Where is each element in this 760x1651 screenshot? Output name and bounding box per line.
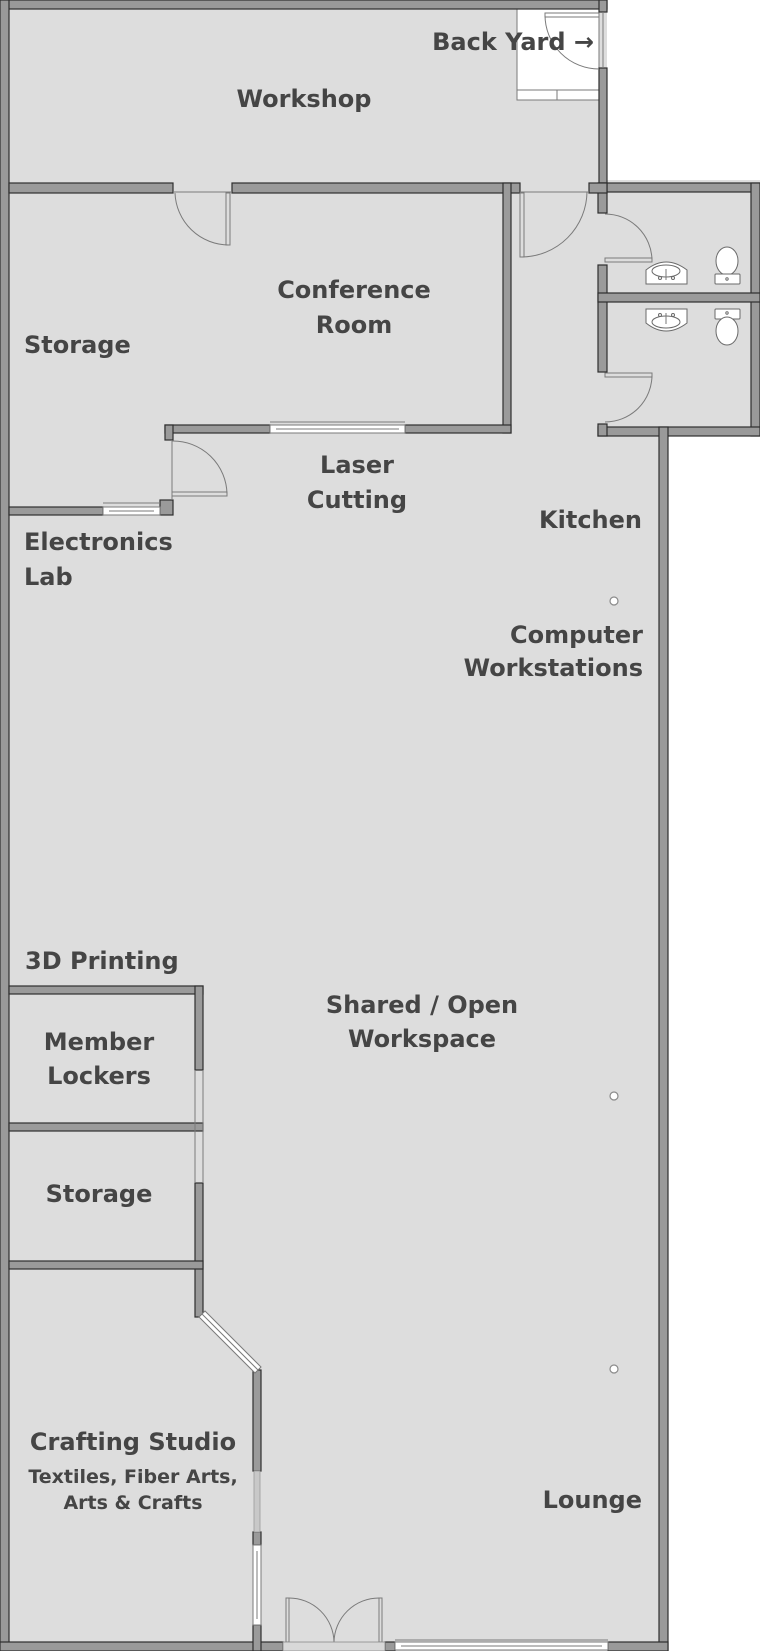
restroom-1-door[interactable]	[604, 213, 653, 263]
label-workshop: Workshop	[237, 85, 372, 113]
room-labels: Workshop Back Yard → Conference Room Sto…	[24, 28, 643, 1514]
label-crafting-studio: Crafting Studio	[30, 1428, 236, 1456]
label-shared-workspace: Workspace	[348, 1025, 496, 1053]
label-3d-printing: 3D Printing	[25, 947, 179, 975]
sink-icon	[645, 261, 688, 285]
label-crafting-subtitle: Textiles, Fiber Arts,	[28, 1466, 237, 1488]
label-storage-top: Storage	[24, 331, 131, 359]
label-crafting-subtitle: Arts & Crafts	[63, 1492, 202, 1514]
toilet-icon	[714, 246, 741, 285]
marker-dot	[609, 596, 619, 606]
main-entrance-door[interactable]	[282, 1597, 386, 1651]
interior-walls	[8, 182, 760, 1651]
label-member-lockers: Member	[44, 1028, 155, 1056]
label-laser-cutting: Cutting	[307, 486, 407, 514]
windows	[102, 421, 609, 1651]
label-electronics-lab: Lab	[24, 563, 73, 591]
label-conference-room: Conference	[277, 276, 431, 304]
back-yard-step	[516, 8, 600, 101]
label-laser-cutting: Laser	[320, 451, 394, 479]
toilet-icon	[714, 308, 741, 346]
back-yard-door[interactable]	[544, 12, 604, 70]
workshop-corridor-door[interactable]	[519, 191, 589, 258]
label-conference-room: Room	[316, 311, 392, 339]
restroom-2-door[interactable]	[604, 372, 653, 423]
label-computer-workstations: Computer	[510, 621, 643, 649]
label-lounge: Lounge	[543, 1486, 642, 1514]
label-shared-workspace: Shared / Open	[326, 991, 518, 1019]
doors	[171, 12, 653, 1651]
label-electronics-lab: Electronics	[24, 528, 173, 556]
label-kitchen: Kitchen	[539, 506, 642, 534]
restroom-fixtures	[645, 246, 741, 346]
label-computer-workstations: Workstations	[464, 654, 643, 682]
marker-dot	[609, 1364, 619, 1374]
storage-door[interactable]	[173, 191, 232, 246]
marker-dot	[609, 1091, 619, 1101]
label-member-lockers: Lockers	[47, 1062, 151, 1090]
label-back-yard[interactable]: Back Yard →	[432, 28, 594, 56]
markers	[609, 596, 619, 1374]
label-storage-mid: Storage	[46, 1180, 153, 1208]
laser-cutting-door[interactable]	[171, 440, 228, 500]
sink-icon	[645, 308, 688, 332]
